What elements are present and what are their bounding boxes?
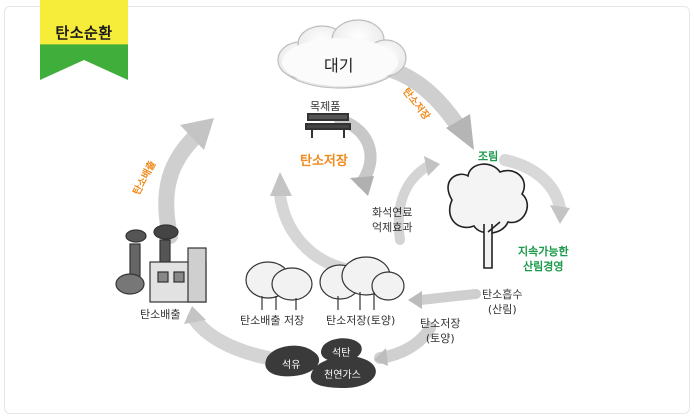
arrow-atmosphere-to-forest — [384, 62, 466, 134]
tree-group-soil — [319, 256, 405, 310]
arrow-absorption-head — [408, 291, 422, 309]
fossil-suppression-line2: 억제효과 — [372, 221, 413, 234]
arrow-wood-loop-head — [350, 176, 374, 196]
fossil-gas-label: 천연가스 — [324, 370, 361, 381]
fossil-suppression-line1: 화석연료 — [372, 206, 413, 219]
arrow-soil-up-head — [270, 172, 292, 196]
carbon-emission-label: 탄소배출 — [140, 308, 181, 321]
reforestation-label: 조림 — [478, 150, 499, 163]
soil-right-line2: (토양) — [425, 332, 455, 345]
badge-title: 탄소순환 — [55, 24, 113, 42]
fossil-oil-label: 석유 — [282, 360, 301, 371]
arrow-suppression-head — [424, 156, 440, 176]
sustainable-line1: 지속가능한 — [518, 245, 569, 258]
arrow-fossil-to-emission — [187, 311, 275, 365]
arrow-soil-fossil-head — [374, 348, 388, 366]
arrow-sustainable-head — [550, 205, 570, 224]
arrow-soil-up — [274, 189, 356, 276]
wood-products-label: 목제품 — [310, 100, 341, 113]
atmosphere-label: 대기 — [324, 56, 354, 75]
forest-tree-icon — [447, 163, 528, 269]
absorption-line1: 탄소흡수 — [482, 288, 523, 301]
fossil-coal-label: 석탄 — [332, 348, 351, 359]
bench-icon — [305, 113, 351, 138]
carbon-storage-soil-label: 탄소저장(토양) — [326, 314, 396, 327]
arrow-emission-to-atmosphere — [158, 126, 206, 244]
arrow-to-sustainable — [499, 154, 566, 214]
arrow-fossil-emission-head — [184, 306, 206, 324]
carbon-emission-storage-label: 탄소배출 저장 — [240, 314, 305, 327]
arrow-fossil-suppression — [393, 161, 433, 245]
carbon-storage-soil-right-label: 탄소저장 (토양) — [420, 316, 460, 346]
carbon-absorption-label: 탄소흡수 (산림) — [482, 287, 522, 317]
absorption-line2: (산림) — [487, 303, 517, 316]
arrow-emission-head — [180, 118, 214, 150]
carbon-storage-center-label: 탄소저장 — [300, 154, 348, 169]
soil-right-line1: 탄소저장 — [420, 317, 461, 330]
arrow-absorption — [415, 289, 481, 305]
factory-icon — [115, 224, 207, 303]
fossil-fuel-blobs — [265, 338, 376, 388]
sustainable-forest-label: 지속가능한 산림경영 — [518, 244, 569, 274]
fossil-suppression-label: 화석연료 억제효과 — [372, 205, 412, 235]
arrow-atmosphere-head — [446, 114, 474, 150]
sustainable-line2: 산림경영 — [523, 260, 564, 273]
tree-group-emission — [245, 261, 313, 310]
title-ribbon — [40, 0, 128, 80]
